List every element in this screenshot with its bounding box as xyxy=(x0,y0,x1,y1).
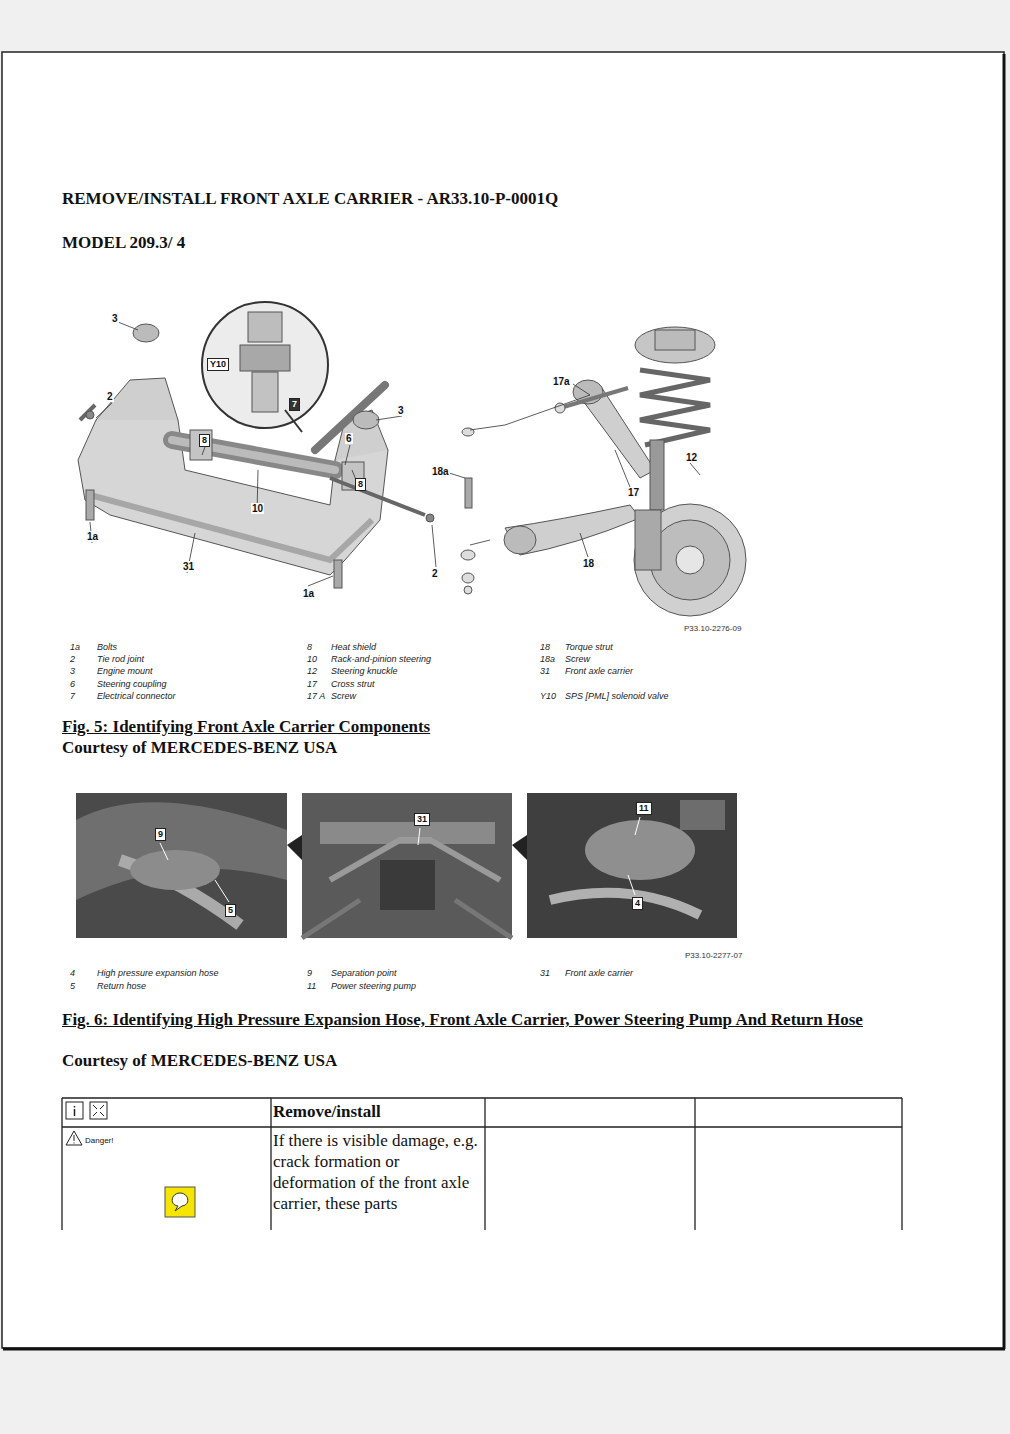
legend-entry: 11 xyxy=(307,981,316,992)
legend-entry: Electrical connector xyxy=(97,691,176,702)
callout-number: 4 xyxy=(632,897,643,910)
legend-entry: 18 xyxy=(540,642,550,653)
legend-entry: Bolts xyxy=(97,642,117,653)
figure-code: P33.10-2277-07 xyxy=(685,951,742,961)
legend-entry: Tie rod joint xyxy=(97,654,144,665)
callout-number: 12 xyxy=(685,452,698,463)
legend-entry: SPS [PML] solenoid valve xyxy=(565,691,669,702)
legend-entry: 9 xyxy=(307,968,312,979)
heading-text: Courtesy of MERCEDES-BENZ USA xyxy=(62,738,337,758)
legend-entry: 6 xyxy=(70,679,75,690)
figure-code: P33.10-2276-09 xyxy=(684,624,741,634)
legend-entry: Screw xyxy=(331,691,356,702)
legend-entry: Front axle carrier xyxy=(565,968,633,979)
legend-entry: Heat shield xyxy=(331,642,376,653)
legend-entry: High pressure expansion hose xyxy=(97,968,219,979)
legend-entry: Cross strut xyxy=(331,679,375,690)
legend-entry: 17 xyxy=(307,679,317,690)
callout-number: 6 xyxy=(345,433,353,444)
legend-entry: 4 xyxy=(70,968,75,979)
legend-entry: Separation point xyxy=(331,968,397,979)
legend-entry: Screw xyxy=(565,654,590,665)
callout-number: 2 xyxy=(431,568,439,579)
callout-number: 1a xyxy=(302,588,315,599)
legend-entry: Return hose xyxy=(97,981,146,992)
legend-entry: Rack-and-pinion steering xyxy=(331,654,431,665)
callout-number: 17a xyxy=(552,376,571,387)
legend-entry: Torque strut xyxy=(565,642,613,653)
procedure-table xyxy=(62,1098,902,1230)
callout-number: 1a xyxy=(86,531,99,542)
figure-caption: Fig. 5: Identifying Front Axle Carrier C… xyxy=(62,716,762,737)
callout-number: 10 xyxy=(251,503,264,514)
callout-number: 9 xyxy=(155,828,166,841)
callout-number: 11 xyxy=(636,802,652,815)
heading-text: MODEL 209.3/ 4 xyxy=(62,233,185,253)
callout-number: 8 xyxy=(355,478,366,491)
axle-illustration xyxy=(78,302,746,616)
legend-entry: 18a xyxy=(540,654,555,665)
legend-entry: 1a xyxy=(70,642,80,653)
heading-text: Courtesy of MERCEDES-BENZ USA xyxy=(62,1051,337,1071)
figure-caption: Fig. 6: Identifying High Pressure Expans… xyxy=(62,1009,922,1030)
legend-entry: 3 xyxy=(70,666,75,677)
legend-entry: Power steering pump xyxy=(331,981,416,992)
legend-entry: Steering coupling xyxy=(97,679,167,690)
callout-number: Y10 xyxy=(207,358,229,371)
callout-number: 3 xyxy=(111,313,119,324)
callout-number: 3 xyxy=(397,405,405,416)
legend-entry: 2 xyxy=(70,654,75,665)
legend-entry: 12 xyxy=(307,666,317,677)
legend-entry: 7 xyxy=(70,691,75,702)
legend-entry: 8 xyxy=(307,642,312,653)
callout-number: 18 xyxy=(582,558,595,569)
callout-number: 18a xyxy=(431,466,450,477)
callout-number: 31 xyxy=(414,813,430,826)
legend-entry: 31 xyxy=(540,968,550,979)
legend-entry: Front axle carrier xyxy=(565,666,633,677)
photo-panels xyxy=(76,793,737,938)
callout-number: 31 xyxy=(182,561,195,572)
legend-entry: Y10 xyxy=(540,691,556,702)
heading-text: Remove/install xyxy=(273,1102,381,1122)
legend-entry: Steering knuckle xyxy=(331,666,398,677)
callout-number: 17 xyxy=(627,487,640,498)
table-cell: If there is visible damage, e.g. crack f… xyxy=(273,1130,483,1214)
callout-number: 5 xyxy=(225,904,236,917)
legend-entry: Engine mount xyxy=(97,666,153,677)
legend-entry: 31 xyxy=(540,666,550,677)
warning-label: Danger! xyxy=(85,1136,113,1146)
legend-entry: 10 xyxy=(307,654,317,665)
callout-number: 2 xyxy=(106,391,114,402)
legend-entry: 17 A xyxy=(307,691,325,702)
page-title: REMOVE/INSTALL FRONT AXLE CARRIER - AR33… xyxy=(62,189,558,209)
callout-number: 7 xyxy=(289,398,300,411)
callout-number: 8 xyxy=(199,434,210,447)
legend-entry: 5 xyxy=(70,981,75,992)
